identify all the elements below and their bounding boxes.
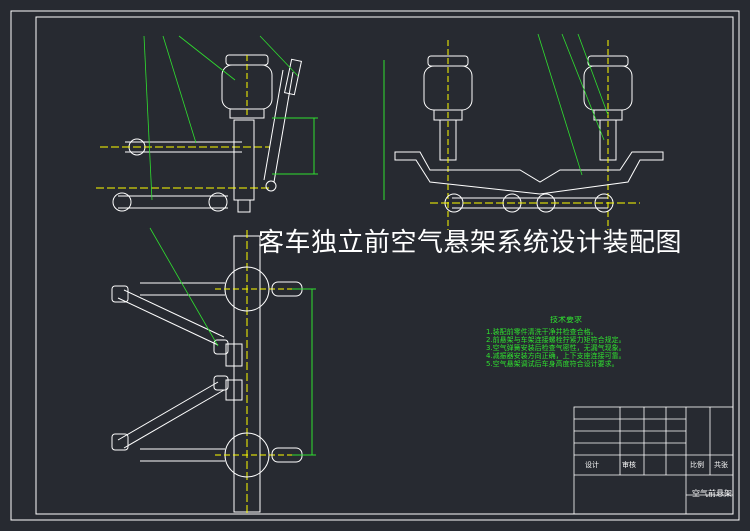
- requirement-item: 1.装配前零件清洗干净并检查合格。: [486, 328, 598, 336]
- plan-view: [111, 230, 316, 514]
- technical-requirements: 技术要求 1.装配前零件清洗干净并检查合格。 2.前悬架与车架连接螺栓拧紧力矩符…: [486, 316, 646, 368]
- part-leaders: [143, 33, 609, 347]
- technical-requirements-title: 技术要求: [550, 316, 582, 324]
- requirement-item: 3.空气弹簧安装后检查气密性，无漏气现象。: [486, 344, 626, 352]
- title-block: [573, 406, 734, 515]
- title-block-designer: 设计: [585, 461, 599, 469]
- title-block-scale: 比例: [690, 461, 704, 469]
- requirement-item: 5.空气悬架调试后车身高度符合设计要求。: [486, 360, 619, 368]
- requirement-item: 2.前悬架与车架连接螺栓拧紧力矩符合规定。: [486, 336, 626, 344]
- outer-border: [10, 10, 740, 521]
- title-block-review: 审核: [622, 461, 636, 469]
- title-block-drawing-name: 空气前悬架: [692, 489, 732, 498]
- front-view: [96, 54, 318, 213]
- title-block-sheet: 共张: [714, 461, 728, 469]
- drawing-title: 客车独立前空气悬架系统设计装配图: [258, 228, 683, 258]
- rear-view: [383, 40, 664, 230]
- requirement-item: 4.减振器安装方向正确，上下支座连接可靠。: [486, 352, 626, 360]
- inner-border: [35, 16, 734, 515]
